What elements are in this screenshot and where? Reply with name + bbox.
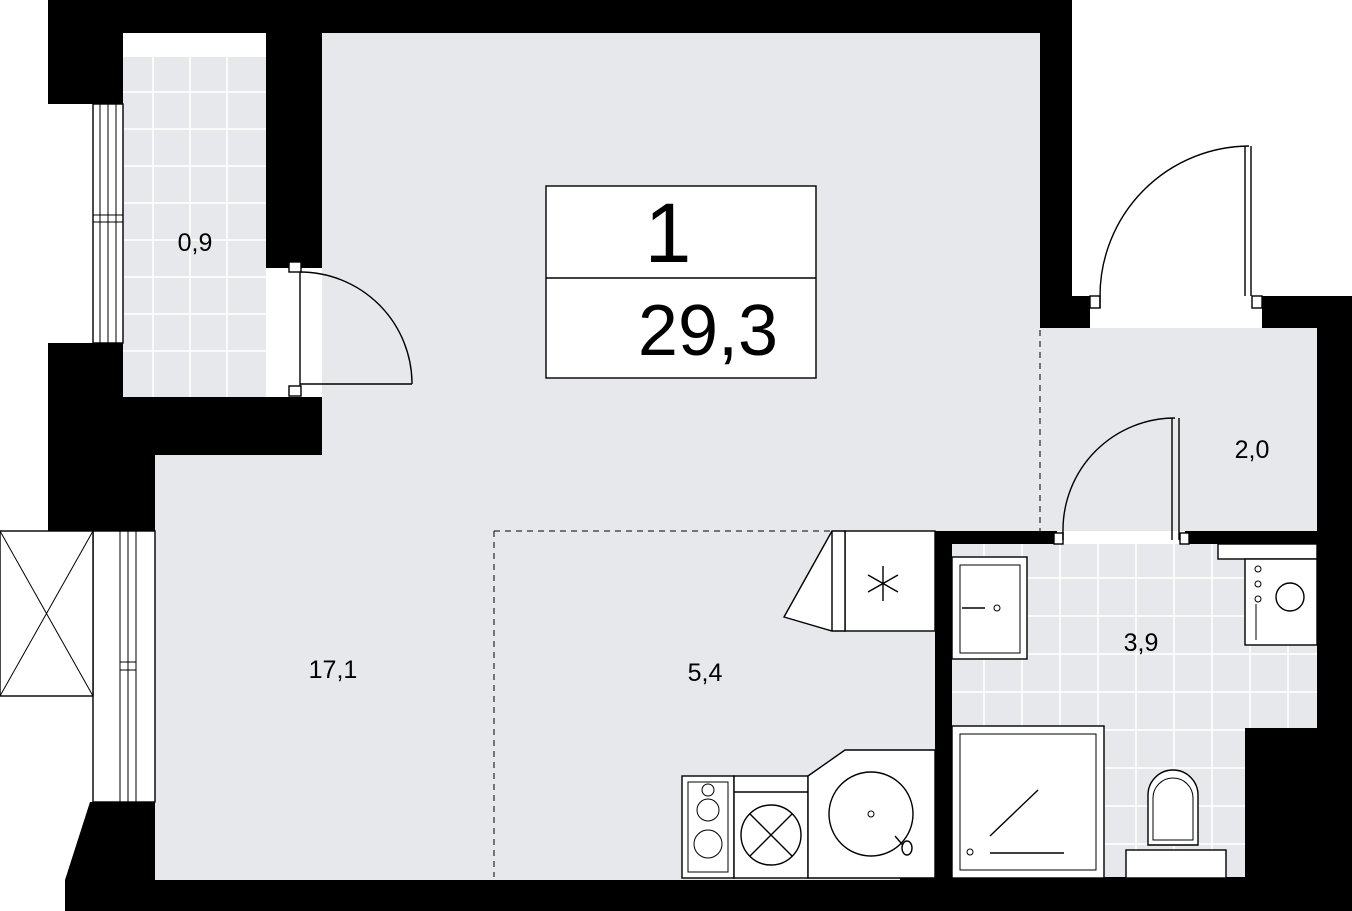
- apartment-summary-box: 1 29,3: [545, 185, 817, 379]
- loggia-window: [92, 103, 124, 344]
- bathroom-area-label: 3,9: [1124, 629, 1159, 657]
- kitchen-area-label: 5,4: [688, 659, 723, 687]
- room-labels: 0,9 17,1 5,4 2,0 3,9: [178, 229, 1270, 687]
- walls: [48, 0, 1352, 911]
- loggia-floor: [123, 57, 266, 397]
- wall-partition-lower: [48, 343, 322, 531]
- loggia-door: [288, 261, 413, 397]
- living-room-floor: [155, 33, 1040, 880]
- wall-entrance-left: [1040, 0, 1090, 328]
- living-area-label: 17,1: [309, 656, 358, 684]
- entrance-door: [1089, 145, 1263, 309]
- kitchen-counter: [681, 749, 936, 879]
- toilet-icon: [1125, 769, 1227, 879]
- zone-dividers: [493, 330, 1041, 877]
- wall-left-lower: [90, 521, 155, 533]
- wall-bottom: [900, 877, 1352, 911]
- loggia-tile-grid: [123, 57, 266, 397]
- wall-left-bottom: [65, 802, 935, 911]
- loggia-area-label: 0,9: [178, 229, 213, 257]
- living-window: [0, 530, 156, 803]
- wall-bathroom-left: [935, 531, 952, 880]
- ventilation-shaft: [782, 530, 936, 632]
- shower-tray-icon: [951, 725, 1105, 879]
- bathroom-door: [1053, 417, 1190, 545]
- washer-hookup-icon: [1217, 543, 1318, 646]
- vent-star-icon: [867, 566, 899, 601]
- washing-machine-icon: [733, 775, 809, 879]
- stove-icon: [681, 775, 735, 879]
- hallway-area-label: 2,0: [1235, 436, 1270, 464]
- total-area-label: 29,3: [638, 291, 778, 371]
- kitchen-sink-icon: [807, 749, 936, 879]
- wall-right: [1245, 296, 1352, 911]
- wall-bathroom-top-left: [935, 531, 1057, 544]
- wall-partition-upper: [266, 0, 322, 268]
- bathroom-sink-icon: [951, 556, 1028, 660]
- wall-top: [48, 0, 1072, 33]
- wall-loggia-top: [48, 0, 123, 104]
- rooms-count-label: 1: [645, 186, 692, 280]
- wall-bathroom-top-right: [1185, 531, 1317, 544]
